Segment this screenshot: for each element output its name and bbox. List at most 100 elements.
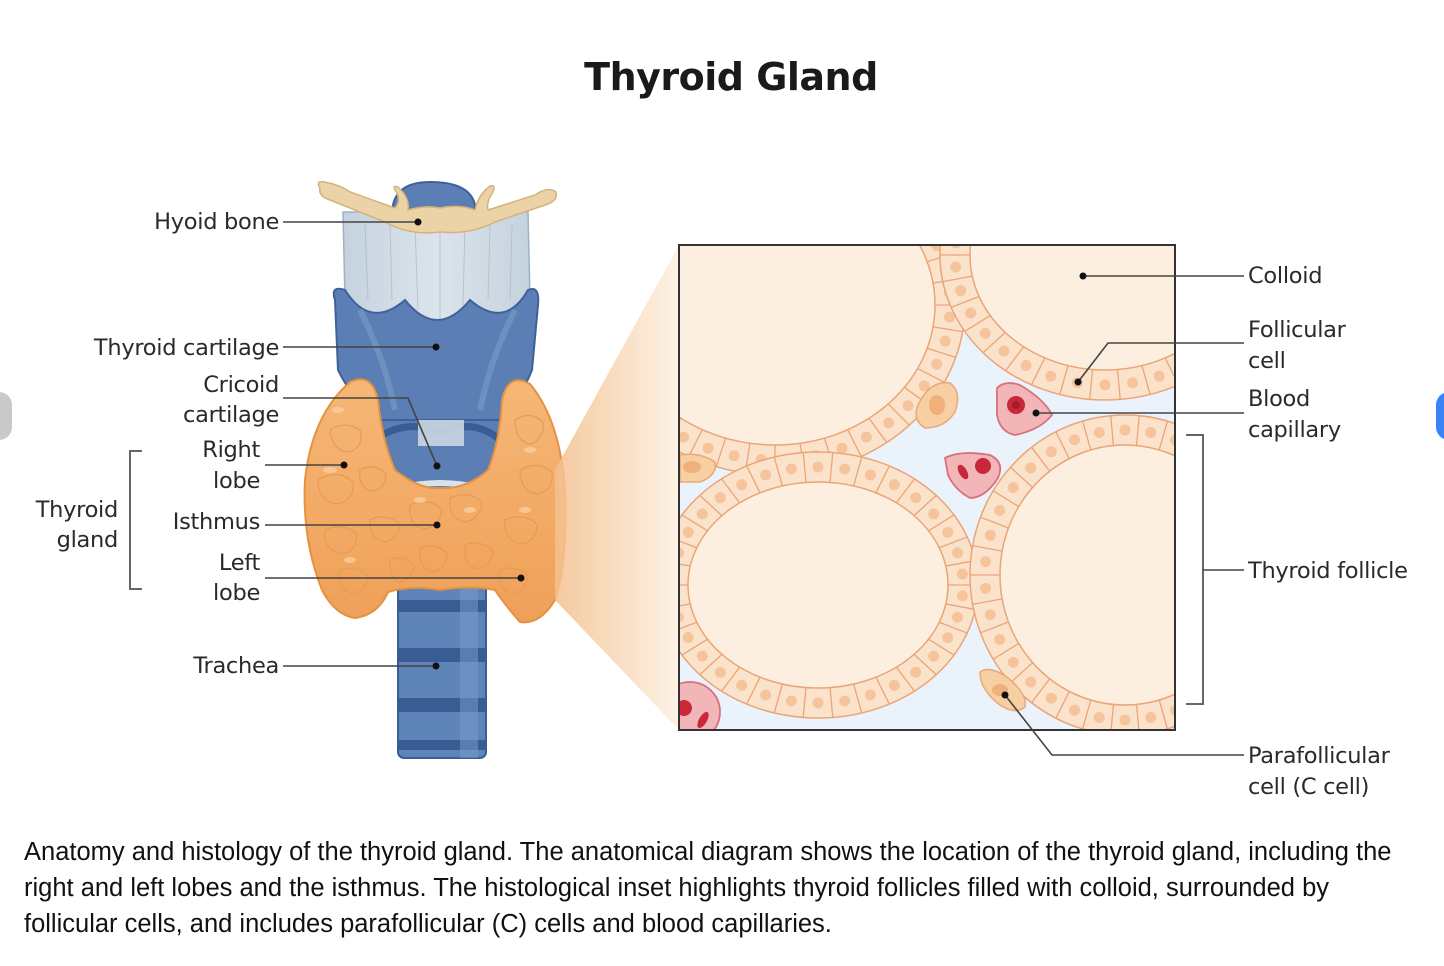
follicular-cell-nucleus <box>1234 307 1245 318</box>
follicular-cell-nucleus <box>1214 462 1225 473</box>
follicular-cell-nucleus <box>595 312 606 323</box>
follicular-cell-nucleus <box>1154 128 1165 139</box>
follicular-cell-nucleus <box>1045 370 1057 382</box>
follicular-cell-nucleus <box>965 192 976 203</box>
thyroid-follicle <box>679 451 979 719</box>
follicular-cell-nucleus <box>956 568 968 580</box>
inset-frame <box>678 244 1176 731</box>
histology-inset <box>595 122 1270 730</box>
follicular-cell-nucleus <box>810 149 821 160</box>
follicular-cell-nucleus <box>608 240 619 251</box>
follicular-cell-nucleus <box>1259 583 1270 594</box>
follicular-cell-nucleus <box>1231 657 1242 668</box>
follicular-cell-nucleus <box>678 167 689 178</box>
label-hyoid-bone: Hyoid bone <box>154 209 279 235</box>
follicular-cell-nucleus <box>760 689 772 701</box>
thyroid-follicle <box>939 122 1260 401</box>
follicular-cell-nucleus <box>998 153 1009 164</box>
follicular-cell-nucleus <box>861 167 872 178</box>
follicular-cell-nucleus <box>979 327 991 339</box>
label-thyroid-gland-line2: gland <box>57 527 118 553</box>
trachea-shape <box>397 559 487 759</box>
follicular-cell-nucleus <box>1025 676 1037 688</box>
follicular-cell-nucleus <box>679 431 690 443</box>
follicular-cell-nucleus <box>951 547 963 559</box>
follicular-cell-nucleus <box>1153 370 1165 382</box>
follicular-cell-nucleus <box>984 609 996 621</box>
follicular-cell-nucleus <box>728 450 740 462</box>
follicular-cell-nucleus <box>785 463 797 475</box>
follicular-cell-nucleus <box>910 666 922 678</box>
follicular-cell-nucleus <box>1170 434 1175 446</box>
label-isthmus: Isthmus <box>173 509 260 535</box>
follicular-cell-nucleus <box>783 145 794 156</box>
previous-slide-button[interactable] <box>0 392 12 440</box>
follicular-cell-nucleus <box>714 492 726 504</box>
follicular-cell-nucleus <box>1219 171 1230 182</box>
follicular-cell-nucleus <box>883 417 895 429</box>
anatomy-labels: Hyoid bone Thyroid cartilage Cricoid car… <box>35 209 525 679</box>
follicular-cell-nucleus <box>1244 214 1255 225</box>
label-trachea: Trachea <box>192 653 279 679</box>
follicular-cell-nucleus <box>836 156 847 167</box>
follicular-cell-nucleus <box>839 463 851 475</box>
follicular-cell-nucleus <box>1178 139 1189 150</box>
next-slide-button[interactable] <box>1436 392 1444 440</box>
follicular-cell-nucleus <box>599 336 610 347</box>
follicular-cell-nucleus <box>1007 482 1019 494</box>
follicular-cell-nucleus <box>1119 424 1131 436</box>
follicular-cell-nucleus <box>1170 704 1175 716</box>
follicular-cell-nucleus <box>785 695 797 707</box>
follicular-cell-nucleus <box>1145 712 1157 724</box>
follicular-cell-nucleus <box>736 479 748 491</box>
follicular-cell-nucleus <box>1249 238 1260 249</box>
label-right-lobe-line2: lobe <box>213 468 260 494</box>
thyroid-follicle <box>969 414 1270 730</box>
follicular-cell-nucleus <box>942 632 954 644</box>
follicular-cell-nucleus <box>1127 122 1138 133</box>
follicular-cell-nucleus <box>1020 360 1032 372</box>
follicular-cell-nucleus <box>1093 426 1105 438</box>
follicular-cell-nucleus <box>1119 714 1131 726</box>
follicular-cell-nucleus <box>1127 377 1139 389</box>
follicular-cell-nucleus <box>980 556 992 568</box>
follicular-cell-nucleus <box>1099 379 1111 391</box>
colloid <box>969 245 1175 371</box>
label-follicular-cell-line2: cell <box>1248 348 1286 374</box>
follicular-cell-nucleus <box>729 149 740 160</box>
follicular-cell-nucleus <box>1178 360 1189 371</box>
follicular-cell-nucleus <box>756 145 767 156</box>
follicular-cell-nucleus <box>703 156 714 167</box>
follicular-cell-nucleus <box>888 479 900 491</box>
follicular-cell-nucleus <box>888 679 900 691</box>
follicular-cell-nucleus <box>620 219 631 230</box>
follicular-cell-nucleus <box>998 345 1010 357</box>
follicular-cell-nucleus <box>696 508 708 520</box>
follicular-cell-nucleus <box>1245 634 1256 645</box>
follicular-cell-nucleus <box>883 182 894 193</box>
follicular-cell-nucleus <box>1025 462 1037 474</box>
follicular-cell-nucleus <box>939 335 951 347</box>
label-left-lobe-line1: Left <box>219 550 261 576</box>
follicular-cell-nucleus <box>839 695 851 707</box>
follicular-cell-nucleus <box>994 504 1006 516</box>
follicular-cell-nucleus <box>679 611 685 623</box>
follicular-cell-nucleus <box>864 689 876 701</box>
label-right-lobe-line1: Right <box>202 437 260 463</box>
follicular-cell-nucleus <box>984 529 996 541</box>
follicular-cell-nucleus <box>1231 482 1242 493</box>
follicular-cell-nucleus <box>955 285 967 297</box>
colloid <box>687 481 949 689</box>
follicular-cell-nucleus <box>1254 530 1265 541</box>
label-parafollicular-cell-line2: cell (C cell) <box>1248 774 1369 800</box>
follicular-cell-nucleus <box>1068 434 1080 446</box>
figure-caption: Anatomy and histology of the thyroid gla… <box>24 838 1392 938</box>
follicular-cell-nucleus <box>864 469 876 481</box>
follicular-cell-nucleus <box>956 590 968 602</box>
label-cricoid-cartilage-line2: cartilage <box>183 402 279 428</box>
follicular-cell-nucleus <box>1219 328 1230 339</box>
follicular-cell-nucleus <box>1045 128 1056 139</box>
colloid <box>999 444 1175 706</box>
follicular-cell-nucleus <box>702 442 714 454</box>
follicular-cell-nucleus <box>1214 677 1225 688</box>
